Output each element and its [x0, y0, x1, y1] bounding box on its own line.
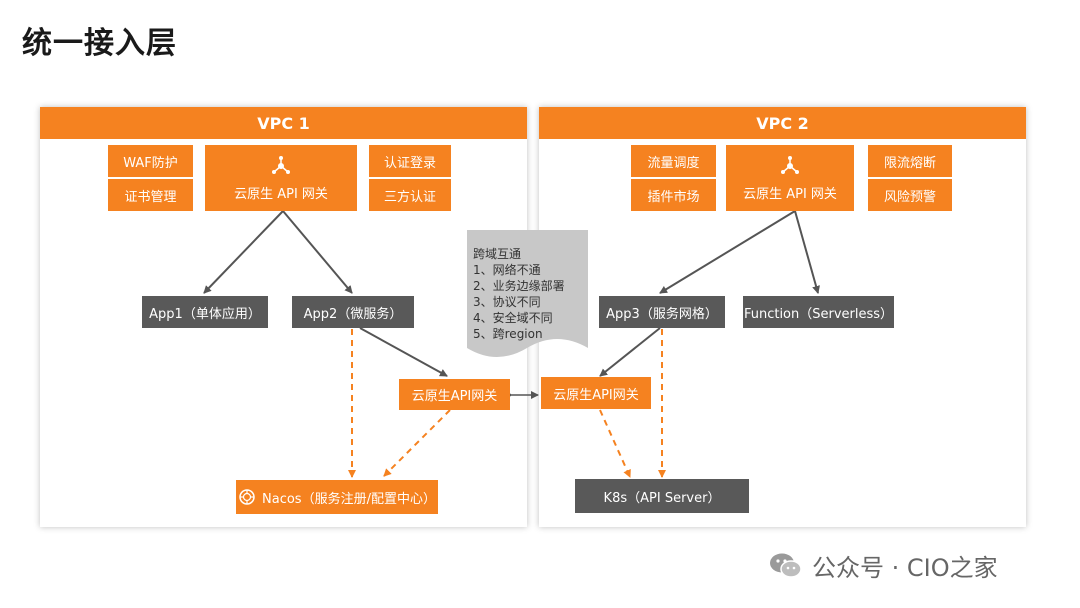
rate-limit-box: 限流熔断: [868, 145, 952, 177]
watermark-text: 公众号 · CIO之家: [812, 554, 998, 582]
note-item: 3、协议不同: [473, 295, 541, 309]
vpc1-gateway-box: 云原生 API 网关: [205, 145, 357, 211]
k8s-box: K8s（API Server）: [575, 479, 749, 513]
auth-login-box: 认证登录: [369, 145, 451, 177]
app1-box: App1（单体应用）: [142, 296, 268, 328]
cert-box: 证书管理: [108, 179, 193, 211]
page-title: 统一接入层: [22, 26, 177, 61]
cross-domain-note-shape: [467, 230, 588, 357]
gateway-hub-icon: [272, 155, 290, 174]
nacos-box: Nacos（服务注册/配置中心）: [236, 480, 438, 514]
app3-box: App3（服务网格）: [599, 296, 725, 328]
note-title: 跨域互通: [473, 247, 522, 261]
cross-domain-note: 跨域互通 1、网络不通 2、业务边缘部署 3、协议不同 4、安全域不同 5、跨r…: [473, 246, 565, 342]
vpc1-gateway-label: 云原生 API 网关: [234, 186, 328, 202]
nacos-logo-icon: [239, 489, 255, 505]
note-item: 5、跨region: [473, 327, 543, 341]
note-item: 1、网络不通: [473, 263, 541, 277]
plugin-box: 插件市场: [631, 179, 716, 211]
watermark: 公众号 · CIO之家: [768, 548, 998, 583]
nacos-label: Nacos（服务注册/配置中心）: [262, 491, 436, 507]
vpc1-header: VPC 1: [40, 107, 527, 139]
waf-box: WAF防护: [108, 145, 193, 177]
vpc2-gateway-box: 云原生 API 网关: [726, 145, 854, 211]
wechat-icon: [770, 553, 802, 578]
note-item: 2、业务边缘部署: [473, 279, 565, 293]
risk-box: 风险预警: [868, 179, 952, 211]
gateway-hub-icon: [781, 155, 799, 174]
third-auth-box: 三方认证: [369, 179, 451, 211]
vpc1-small-gateway-box: 云原生API网关: [399, 379, 510, 410]
vpc2-header: VPC 2: [539, 107, 1026, 139]
note-item: 4、安全域不同: [473, 311, 553, 325]
function-box: Function（Serverless）: [743, 296, 894, 328]
vpc2-small-gateway-box: 云原生API网关: [541, 377, 651, 409]
traffic-box: 流量调度: [631, 145, 716, 177]
vpc2-gateway-label: 云原生 API 网关: [743, 186, 837, 202]
app2-box: App2（微服务）: [292, 296, 414, 328]
